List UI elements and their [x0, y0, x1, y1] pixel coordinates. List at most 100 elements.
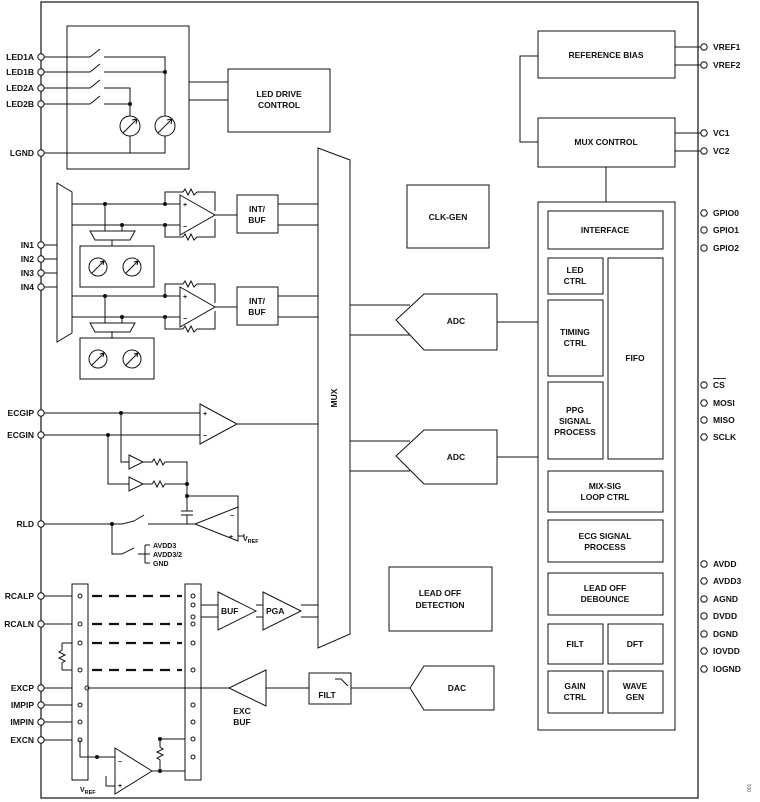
bias-to-mux-ctrl	[519, 55, 538, 143]
pin-label: IMPIP	[11, 700, 34, 710]
pin-label: VREF1	[713, 42, 741, 52]
pin-circle	[700, 244, 708, 252]
excn-wire	[79, 740, 115, 758]
pin-led2a: LED2A	[6, 83, 45, 93]
pin-label: IN1	[21, 240, 35, 250]
bias-source-box-1	[79, 245, 155, 288]
cm-buffer-1	[128, 454, 145, 470]
tia-opamp-1	[179, 194, 217, 236]
led-pin-wires	[44, 56, 130, 154]
pin-label: DVDD	[713, 611, 737, 621]
ecg-section: + − − + VREF AVDD3 AVDD3/2 GND	[44, 403, 318, 568]
pin-label: EXCN	[10, 735, 34, 745]
pin-circle	[700, 416, 708, 424]
block-label: LEAD OFF	[419, 588, 462, 598]
pin-label: IN4	[21, 282, 35, 292]
rld-capacitor	[181, 484, 193, 524]
block-label: PGA	[266, 606, 284, 616]
bias-wires	[104, 296, 123, 338]
exc-buf	[227, 669, 267, 707]
block-label: DAC	[448, 683, 466, 693]
node	[190, 719, 196, 725]
pin-label: RCALP	[5, 591, 35, 601]
pin-ecgip: ECGIP	[8, 408, 45, 418]
left-pins: LED1A LED1B LED2A LED2B LGND IN1 IN2 IN	[4, 52, 45, 745]
pin-circle	[700, 630, 708, 638]
pin-label: DGND	[713, 629, 738, 639]
block-label: REFERENCE BIAS	[568, 50, 643, 60]
rld-amp	[193, 506, 239, 542]
supply-label: GND	[153, 561, 169, 568]
interface-block	[547, 210, 664, 250]
block-label: ADC	[447, 452, 465, 462]
pin-led2b: LED2B	[6, 99, 45, 109]
excn-opamp	[114, 747, 153, 795]
led-ctrl-block	[547, 257, 604, 295]
junction-dot	[158, 737, 162, 741]
excn-vref-wire	[105, 776, 115, 787]
block-label: FILT	[318, 690, 336, 700]
block-label: LOOP CTRL	[581, 492, 630, 502]
filter-response-icon	[335, 678, 349, 687]
pin-avdd: AVDD	[700, 559, 736, 569]
block-label: BUF	[221, 606, 238, 616]
pin-dvdd: DVDD	[700, 611, 737, 621]
pin-circle	[700, 560, 708, 568]
pin-circle	[37, 701, 45, 709]
current-source-arrow	[125, 352, 139, 366]
pin-vc1: VC1	[700, 128, 730, 138]
current-source-arrow	[157, 118, 173, 134]
pin-label: LED1B	[6, 67, 34, 77]
bioz-buf	[217, 591, 258, 631]
pin-circle	[37, 255, 45, 263]
block-label: DETECTION	[415, 600, 464, 610]
pin-rld: RLD	[17, 519, 45, 529]
pin-label: LED1A	[6, 52, 34, 62]
tia-opamp-2	[179, 286, 217, 328]
led-switch-blades	[89, 48, 101, 105]
lead-off-debounce-block	[547, 572, 664, 616]
block-label: SIGNAL	[559, 416, 591, 426]
pga-outputs	[301, 604, 318, 618]
junction-dot	[158, 769, 162, 773]
block-label: PROCESS	[554, 427, 596, 437]
gain-ctrl-block	[547, 670, 604, 714]
pin-circle	[700, 209, 708, 217]
opamp-plus: +	[118, 783, 122, 790]
pin-label: GPIO2	[713, 243, 739, 253]
feedback-resistor	[182, 187, 198, 242]
buf-outputs	[256, 604, 263, 618]
node	[190, 702, 196, 708]
pin-circle	[700, 433, 708, 441]
node	[77, 640, 83, 646]
block-label: GAIN	[564, 681, 585, 691]
cm-wires	[107, 413, 129, 485]
block-label: CTRL	[564, 338, 587, 348]
node	[190, 754, 196, 760]
pin-iovdd: IOVDD	[700, 646, 740, 656]
block-label: DEBOUNCE	[581, 594, 630, 604]
node	[190, 736, 196, 742]
block-label: GEN	[626, 692, 644, 702]
rld-switch-blade	[121, 520, 135, 525]
channel1-wires	[72, 203, 180, 226]
pin-circle	[37, 283, 45, 291]
pin-dgnd: DGND	[700, 629, 738, 639]
int-buf-2-output	[278, 295, 318, 318]
pin-mosi: MOSI	[700, 398, 735, 408]
block-label: INTERFACE	[581, 225, 630, 235]
pin-circle	[700, 129, 708, 137]
block-label: FILT	[566, 639, 584, 649]
block-label: ECG SIGNAL	[579, 531, 632, 541]
pin-label: MISO	[713, 415, 735, 425]
pin-label: GPIO1	[713, 225, 739, 235]
pin-label: ECGIP	[8, 408, 35, 418]
pin-cs: CS	[700, 378, 726, 390]
pin-sclk: SCLK	[700, 432, 737, 442]
block-label: WAVE	[623, 681, 648, 691]
chip-outline	[40, 1, 699, 799]
rld-supply-switch	[111, 524, 145, 555]
opamp-minus: −	[183, 224, 187, 231]
pin-circle	[700, 399, 708, 407]
pin-in1: IN1	[21, 240, 45, 250]
